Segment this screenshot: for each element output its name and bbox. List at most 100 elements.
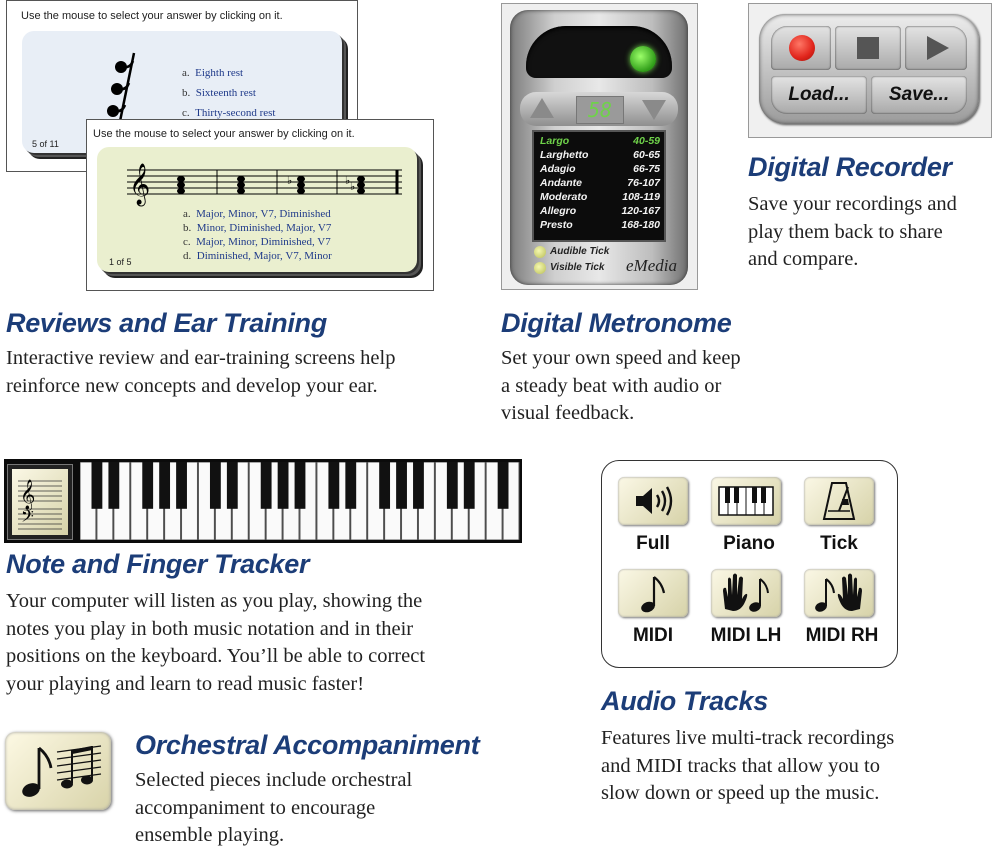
review-instruction: Use the mouse to select your answer by c… (93, 128, 355, 140)
black-key[interactable] (142, 462, 154, 509)
metronome-description: Set your own speed and keep a steady bea… (501, 347, 741, 424)
page-counter: 1 of 5 (109, 257, 132, 267)
svg-text:𝄞: 𝄞 (20, 479, 35, 511)
record-icon (789, 35, 815, 61)
metronome-heading: Digital Metronome (501, 308, 732, 338)
reviews-heading: Reviews and Ear Training (6, 308, 327, 338)
black-key[interactable] (159, 462, 171, 509)
answer-option[interactable]: b. Sixteenth rest (182, 87, 256, 99)
review-card-chords: 𝄞 ♭ ♭♭ a. Major, Minor, V7, Diminished b… (97, 147, 417, 272)
svg-text:𝄞: 𝄞 (129, 163, 150, 206)
piano-icon (718, 486, 774, 516)
tracker-heading: Note and Finger Tracker (6, 549, 310, 579)
tick-track-label: Tick (820, 533, 858, 554)
orchestral-description: Selected pieces include orchestral accom… (135, 769, 413, 846)
answer-option[interactable]: d. Diminished, Major, V7, Minor (183, 250, 332, 262)
midi-rh-track-button[interactable] (804, 569, 874, 617)
chord-staff: 𝄞 ♭ ♭♭ (127, 163, 402, 206)
answer-option[interactable]: a. Major, Minor, V7, Diminished (183, 208, 331, 220)
midi-track-label: MIDI (632, 625, 674, 646)
answer-option[interactable]: a. Eighth rest (182, 67, 244, 79)
orchestral-button[interactable] (5, 732, 111, 810)
black-key[interactable] (277, 462, 289, 509)
tempo-display: 58 (576, 96, 624, 124)
answer-option[interactable]: c. Thirty-second rest (182, 107, 276, 119)
visible-tick-toggle[interactable] (534, 262, 546, 274)
black-key[interactable] (396, 462, 407, 509)
svg-text:♭: ♭ (345, 175, 350, 187)
svg-text:𝄢: 𝄢 (21, 506, 34, 530)
audible-tick-toggle[interactable] (534, 246, 546, 258)
orchestral-notes-icon (22, 745, 102, 797)
black-key[interactable] (446, 462, 458, 509)
black-key[interactable] (413, 462, 424, 509)
piano-track-label: Piano (723, 533, 775, 554)
visible-tick-label: Visible Tick (550, 262, 605, 273)
metronome-icon (822, 482, 856, 520)
load-button[interactable]: Load... (771, 76, 867, 114)
black-key[interactable] (379, 462, 391, 509)
svg-text:♭: ♭ (287, 175, 292, 187)
midi-lh-track-button[interactable] (711, 569, 781, 617)
black-key[interactable] (260, 462, 272, 509)
black-key[interactable] (91, 462, 103, 509)
tempo-up-button[interactable] (642, 100, 666, 120)
recorder-heading: Digital Recorder (748, 152, 952, 182)
midi-lh-track-label: MIDI LH (710, 625, 782, 646)
black-key[interactable] (209, 462, 221, 509)
full-track-label: Full (636, 533, 670, 554)
tick-track-button[interactable] (804, 477, 874, 525)
emedia-logo: eMedia (626, 256, 677, 275)
tracks-description: Features live multi-track recordings and… (601, 727, 895, 804)
black-key[interactable] (294, 462, 306, 509)
note-tracker-widget: 𝄞 𝄢 (4, 459, 522, 543)
page-counter: 5 of 11 (32, 139, 59, 149)
audible-tick-label: Audible Tick (550, 246, 610, 257)
save-button[interactable]: Save... (871, 76, 967, 114)
midi-track-button[interactable] (618, 569, 688, 617)
stop-button[interactable] (835, 26, 901, 70)
answer-option[interactable]: c. Major, Minor, Diminished, V7 (183, 236, 331, 248)
black-key[interactable] (345, 462, 357, 509)
grand-staff-icon: 𝄞 𝄢 (18, 479, 62, 530)
tempo-down-button[interactable] (530, 98, 554, 118)
speaker-icon (636, 486, 673, 516)
piano-track-button[interactable] (711, 477, 781, 525)
rest-symbol-icon (107, 52, 136, 132)
black-key[interactable] (108, 462, 120, 509)
note-right-hand-icon (815, 573, 862, 612)
full-track-button[interactable] (618, 477, 688, 525)
tracks-heading: Audio Tracks (601, 686, 768, 716)
piano-keyboard[interactable] (80, 462, 520, 540)
stop-icon (857, 37, 879, 59)
recorder-description: Save your recordings and play them back … (748, 193, 957, 270)
black-key[interactable] (497, 462, 509, 509)
play-icon (927, 36, 949, 60)
left-hand-note-icon (723, 573, 769, 612)
notation-panel: 𝄞 𝄢 (7, 464, 73, 540)
reviews-description: Interactive review and ear-training scre… (6, 347, 396, 397)
black-key[interactable] (226, 462, 238, 509)
answer-option[interactable]: b. Minor, Diminished, Major, V7 (183, 222, 332, 234)
svg-text:♭: ♭ (350, 181, 355, 193)
recorder-widget: Load... Save... (748, 3, 992, 138)
review-instruction: Use the mouse to select your answer by c… (21, 10, 283, 22)
black-key[interactable] (176, 462, 187, 509)
tracker-description: Your computer will listen as you play, s… (6, 590, 426, 695)
play-button[interactable] (905, 26, 967, 70)
note-icon (641, 576, 666, 613)
black-key[interactable] (328, 462, 340, 509)
black-key[interactable] (463, 462, 475, 509)
record-button[interactable] (771, 26, 831, 70)
review-screen-front: Use the mouse to select your answer by c… (86, 119, 434, 291)
midi-rh-track-label: MIDI RH (805, 625, 879, 646)
